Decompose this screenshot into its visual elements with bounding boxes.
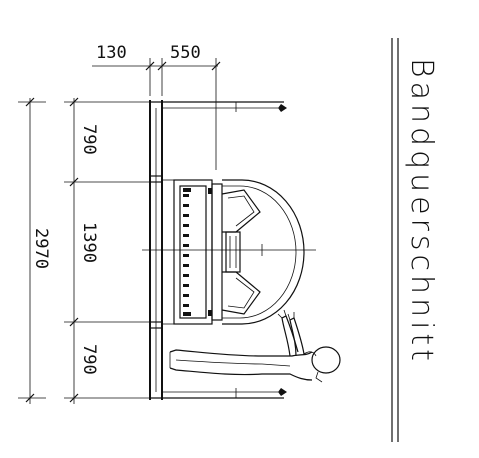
dim-segment-middle: 1390 [79, 222, 99, 263]
title-block: Bandquerschnitt [391, 38, 439, 442]
dim-segment-top: 790 [79, 124, 99, 155]
dim-top-left: 130 [96, 43, 127, 63]
dome-element [142, 179, 316, 325]
drawing-title: Bandquerschnitt [404, 58, 439, 365]
left-dimensions: 2970 790 1390 790 [18, 97, 150, 404]
dim-total-height: 2970 [31, 228, 51, 269]
dim-top-right: 550 [170, 43, 201, 63]
human-figure-reclining-icon [169, 309, 341, 383]
fastener-ticks [183, 188, 212, 316]
top-dimension: 130 550 [92, 43, 221, 170]
dim-segment-bottom: 790 [79, 344, 99, 375]
